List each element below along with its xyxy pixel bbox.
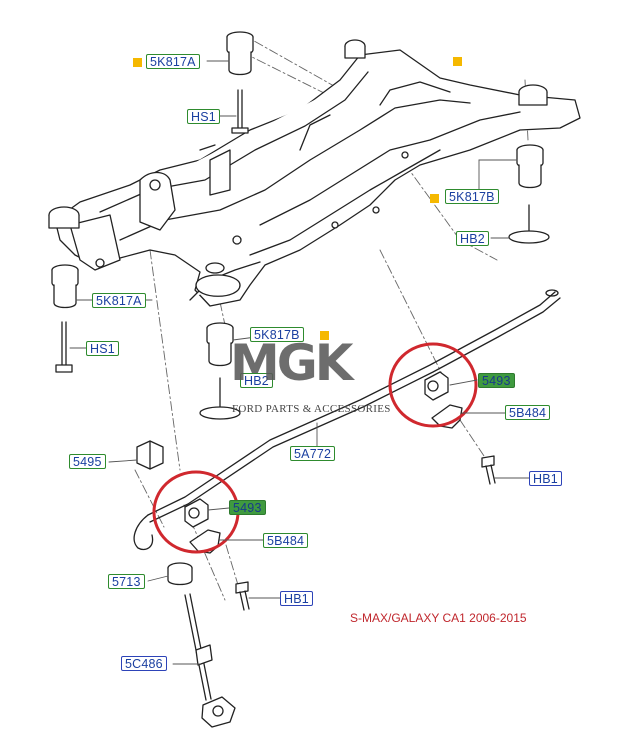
label-5713: 5713 bbox=[108, 574, 145, 589]
label-HS1-left: HS1 bbox=[86, 341, 119, 356]
bushing-5K817A-left bbox=[51, 264, 79, 309]
watermark-subtitle: FORD PARTS & ACCESSORIES bbox=[232, 403, 391, 415]
bolt-HB2-center bbox=[199, 377, 241, 420]
label-HB2-center: HB2 bbox=[240, 373, 273, 388]
bushing-5K817A-top bbox=[226, 31, 254, 76]
label-5493-left: 5493 bbox=[229, 500, 266, 515]
bushing-5K817B-right bbox=[516, 144, 544, 189]
marker-square bbox=[453, 57, 462, 66]
subframe bbox=[48, 39, 581, 307]
marker-square bbox=[133, 58, 142, 67]
model-caption: S-MAX/GALAXY CA1 2006-2015 bbox=[350, 611, 527, 625]
bracket-5B484-left bbox=[189, 529, 221, 554]
label-5K817A-left: 5K817A bbox=[92, 293, 146, 308]
marker-square bbox=[430, 194, 439, 203]
bolt-HB1-left bbox=[235, 581, 250, 611]
bolt-HS1-top bbox=[231, 89, 249, 134]
label-5495: 5495 bbox=[69, 454, 106, 469]
label-HB2-right: HB2 bbox=[456, 231, 489, 246]
label-HB1-left: HB1 bbox=[280, 591, 313, 606]
bolt-HS1-left bbox=[55, 321, 73, 373]
watermark-logo: MGK bbox=[230, 334, 354, 392]
label-5B484-left: 5B484 bbox=[263, 533, 309, 548]
label-5K817B-center: 5K817B bbox=[250, 327, 304, 342]
marker-square bbox=[320, 331, 329, 340]
bolt-HB2-right bbox=[508, 204, 550, 244]
bolt-HB1-right bbox=[481, 455, 496, 485]
label-5493-right: 5493 bbox=[478, 373, 515, 388]
highlight-circle-right bbox=[388, 342, 478, 428]
label-HB1-right: HB1 bbox=[529, 471, 562, 486]
label-HS1-top: HS1 bbox=[187, 109, 220, 124]
label-5K817A-top: 5K817A bbox=[146, 54, 200, 69]
stabilizer-bar-5A772 bbox=[133, 289, 561, 551]
bushing-5K817B-center bbox=[206, 322, 234, 367]
label-5K817B-right: 5K817B bbox=[445, 189, 499, 204]
label-5A772: 5A772 bbox=[290, 446, 336, 461]
stab-bushing-5493-left bbox=[184, 498, 209, 528]
nut-5495 bbox=[136, 440, 164, 470]
label-5C486: 5C486 bbox=[121, 656, 167, 671]
stab-bushing-5493-right bbox=[424, 371, 449, 401]
link-rod-5C486 bbox=[184, 593, 236, 728]
label-5B484-right: 5B484 bbox=[505, 405, 551, 420]
bushing-5713 bbox=[167, 562, 193, 586]
